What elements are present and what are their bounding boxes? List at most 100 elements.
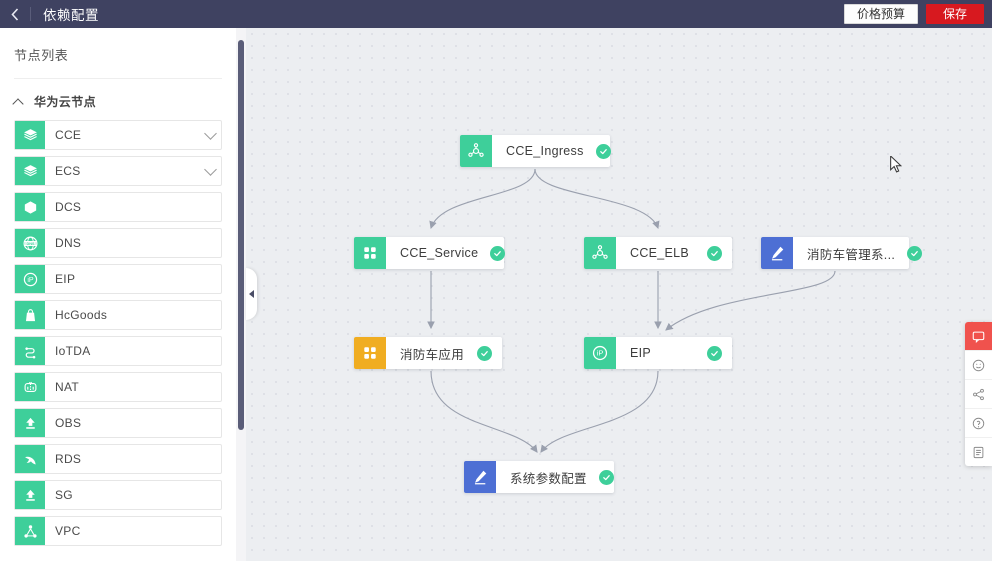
graph-node-label: 消防车应用 — [400, 347, 465, 362]
dns-globe-icon-wrap: DNS — [15, 229, 45, 257]
check-icon — [494, 250, 502, 256]
sidebar-item-label: NAT — [55, 380, 80, 394]
graph-node-label: CCE_Ingress — [506, 144, 584, 158]
edge-ingress-service — [429, 168, 536, 230]
header-divider — [30, 7, 31, 21]
check-icon — [911, 250, 918, 256]
toolbar-share-button[interactable] — [965, 380, 992, 409]
edge-firemgmt-eip — [665, 270, 836, 331]
status-badge-ok — [477, 345, 492, 361]
elb-node-icon — [592, 245, 608, 259]
header-actions: 价格预算 保存 — [843, 4, 992, 24]
chevron-down-icon[interactable] — [199, 127, 221, 140]
triangle-left-icon — [249, 290, 254, 298]
sidebar-item-dcs[interactable]: DCS — [14, 192, 222, 222]
sidebar-item-label: DNS — [55, 236, 82, 250]
chevron-down-icon[interactable] — [199, 163, 221, 176]
panel-collapse-handle[interactable] — [246, 268, 257, 320]
toolbar-document-button[interactable] — [965, 438, 992, 466]
check-icon — [599, 148, 607, 154]
bag-icon-wrap — [15, 301, 45, 329]
edge-ingress-elb — [534, 168, 660, 230]
sidebar-item-hcgoods[interactable]: HcGoods — [14, 300, 222, 330]
page-title: 依赖配置 — [43, 8, 99, 23]
graph-node-label: 系统参数配置 — [510, 471, 587, 486]
upload-icon-wrap — [15, 409, 45, 437]
right-floating-toolbar — [965, 322, 992, 466]
elb-node-icon-wrap — [584, 237, 616, 269]
check-icon — [481, 350, 488, 356]
svg-text:DNS: DNS — [26, 241, 35, 245]
sidebar-item-sg[interactable]: SG — [14, 480, 222, 510]
help-circle-icon — [972, 417, 985, 429]
edge-fireapp-sysparam — [430, 370, 538, 453]
sidebar-item-vpc[interactable]: VPC — [14, 516, 222, 546]
graph-node-fire_mgmt[interactable]: 消防车管理系... — [761, 237, 923, 269]
layers-icon — [23, 128, 37, 140]
toolbar-smiley-face-button[interactable] — [965, 351, 992, 380]
graph-node-fire_app[interactable]: 消防车应用 — [354, 337, 502, 369]
sidebar-scrollbar-thumb[interactable] — [238, 40, 244, 430]
grid-squares-icon-wrap — [354, 337, 386, 369]
chevron-left-icon — [11, 7, 19, 21]
sidebar-item-cce[interactable]: CCE — [14, 120, 222, 150]
toolbar-chat-bubble-button[interactable] — [965, 322, 992, 351]
sidebar-item-dns[interactable]: DNS DNS — [14, 228, 222, 258]
sidebar-item-ecs[interactable]: ECS — [14, 156, 222, 186]
svg-text:iP: iP — [27, 276, 34, 284]
ingress-node-icon — [468, 143, 484, 157]
dns-globe-icon: DNS — [23, 236, 37, 250]
check-icon — [602, 474, 610, 480]
chevron-up-icon — [14, 97, 24, 107]
svg-text:iP: iP — [597, 349, 604, 358]
vpc-icon — [23, 524, 37, 538]
sidebar-item-obs[interactable]: OBS — [14, 408, 222, 438]
eip-circle-icon-wrap: iP — [584, 337, 616, 369]
pencil-icon-wrap — [464, 461, 496, 493]
sidebar-item-iotda[interactable]: IoTDA — [14, 336, 222, 366]
graph-node-cce_ingress[interactable]: CCE_Ingress — [460, 135, 611, 167]
dolphin-icon-wrap — [15, 445, 45, 473]
graph-node-cce_elb[interactable]: CCE_ELB — [584, 237, 732, 269]
save-button[interactable]: 保存 — [925, 4, 984, 24]
edge-eip-sysparam — [540, 370, 659, 453]
sidebar-item-eip[interactable]: iP EIP — [14, 264, 222, 294]
status-badge-ok — [490, 245, 506, 261]
graph-node-cce_service[interactable]: CCE_Service — [354, 237, 506, 269]
back-button[interactable] — [0, 0, 30, 28]
group-huawei-cloud-nodes[interactable]: 华为云节点 — [0, 79, 236, 120]
price-budget-button[interactable]: 价格预算 — [843, 4, 918, 24]
layers-icon-wrap — [15, 121, 45, 149]
sidebar-divider — [14, 78, 222, 79]
graph-node-sys_param[interactable]: 系统参数配置 — [464, 461, 614, 493]
edges — [427, 168, 836, 453]
status-badge-ok — [598, 469, 614, 485]
dolphin-icon — [24, 456, 36, 464]
document-icon — [973, 446, 984, 458]
sidebar-item-label: DCS — [55, 200, 82, 214]
sidebar-item-label: IoTDA — [55, 344, 91, 358]
sidebar-item-nat[interactable]: NAT — [14, 372, 222, 402]
status-badge-ok — [707, 245, 722, 261]
check-icon — [711, 350, 718, 356]
toolbar-help-circle-button[interactable] — [965, 409, 992, 438]
vpc-icon-wrap — [15, 517, 45, 545]
grid-squares-icon — [364, 347, 376, 359]
sidebar-item-label: OBS — [55, 416, 82, 430]
upload-icon — [25, 489, 35, 501]
pencil-icon-wrap — [761, 237, 793, 269]
graph-node-label: CCE_Service — [400, 246, 479, 260]
status-badge-ok — [595, 143, 611, 159]
share-icon — [973, 388, 984, 400]
nat-icon-wrap — [15, 373, 45, 401]
sidebar-item-label: EIP — [55, 272, 76, 286]
ingress-node-icon-wrap — [460, 135, 492, 167]
sidebar-item-rds[interactable]: RDS — [14, 444, 222, 474]
iot-link-icon-wrap — [15, 337, 45, 365]
cube-icon-wrap — [15, 193, 45, 221]
app-header: 依赖配置 价格预算 保存 — [0, 0, 992, 28]
eip-circle-icon-wrap: iP — [15, 265, 45, 293]
